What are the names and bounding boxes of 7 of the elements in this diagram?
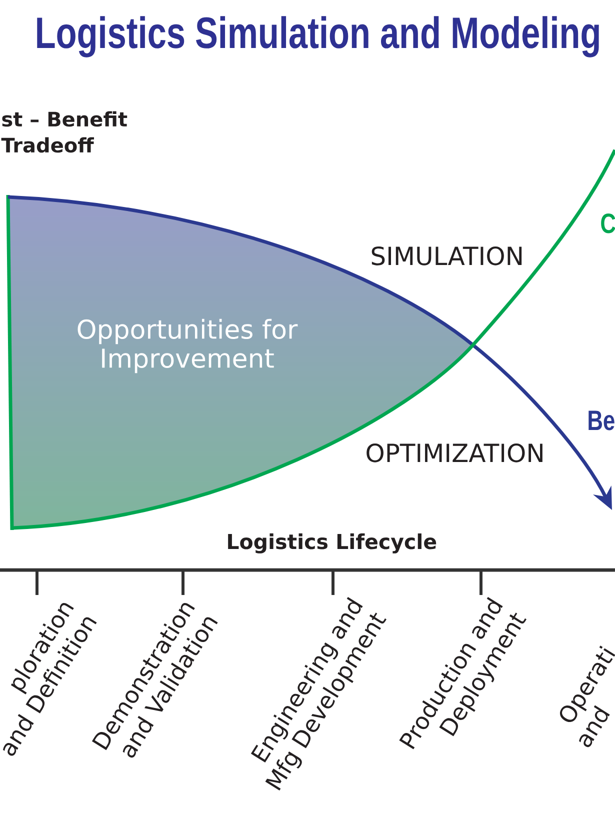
node-label: Opportunities for Improvement xyxy=(78,318,298,374)
curve-label: Be xyxy=(588,410,614,430)
curve-label: OPTIMIZATION xyxy=(366,443,542,462)
curve-label: SIMULATION xyxy=(372,246,522,266)
axis-title: st – Benefit Tradeoff xyxy=(1,111,128,153)
curve-label: C xyxy=(601,213,615,234)
title: Logistics Simulation and Modeling xyxy=(37,16,599,58)
